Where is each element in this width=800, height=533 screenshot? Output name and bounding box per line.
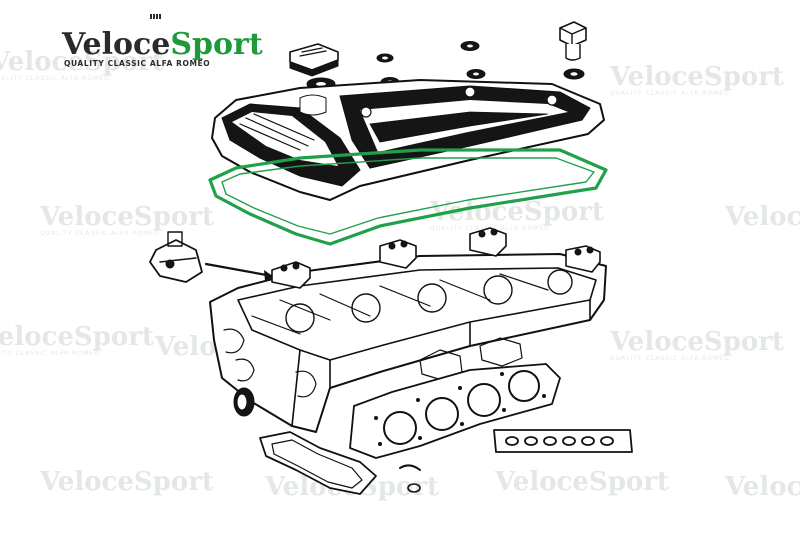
svg-text:VeloceSport: VeloceSport: [724, 202, 800, 232]
pointer-arrow-head: [264, 270, 274, 281]
watermark-tile: VeloceSport: [724, 472, 800, 502]
small-seals: [399, 464, 421, 493]
svg-text:VeloceSport: VeloceSport: [609, 62, 784, 92]
svg-text:VeloceSport: VeloceSport: [39, 467, 214, 497]
intake-gasket: [259, 431, 377, 495]
svg-text:QUALITY CLASSIC ALFA ROMEO: QUALITY CLASSIC ALFA ROMEO: [0, 350, 100, 357]
svg-text:QUALITY CLASSIC ALFA ROMEO: QUALITY CLASSIC ALFA ROMEO: [610, 90, 730, 97]
watermark-tile: VeloceSport QUALITY CLASSIC ALFA ROMEO: [609, 62, 784, 97]
svg-text:VeloceSport: VeloceSport: [0, 47, 164, 77]
brand-name-sport: Sport: [170, 27, 262, 62]
watermark-tile: VeloceSport QUALITY CLASSIC ALFA ROMEO: [0, 47, 164, 82]
svg-text:VeloceSport: VeloceSport: [609, 327, 784, 357]
brand-name-veloce: Veloce: [61, 27, 170, 62]
side-bracket: [149, 231, 203, 283]
svg-text:QUALITY CLASSIC ALFA ROMEO: QUALITY CLASSIC ALFA ROMEO: [40, 230, 160, 237]
valve-cover-gasket: [208, 148, 608, 246]
alfa-serpent-icon: [150, 14, 161, 19]
brand-tagline: QUALITY CLASSIC ALFA ROMEO: [64, 59, 210, 68]
cam-plug: [233, 387, 255, 417]
svg-text:VeloceSport: VeloceSport: [39, 202, 214, 232]
svg-text:VeloceSport: VeloceSport: [724, 472, 800, 502]
cover-stud-bolt: [559, 21, 587, 61]
svg-text:QUALITY CLASSIC ALFA ROMEO: QUALITY CLASSIC ALFA ROMEO: [610, 355, 730, 362]
cam-towers: [271, 227, 601, 289]
head-gasket: [349, 363, 561, 459]
valve-cover: [211, 79, 605, 201]
brand-logo: VeloceSport QUALITY CLASSIC ALFA ROMEO: [61, 14, 263, 68]
svg-text:VeloceSport: VeloceSport: [61, 27, 263, 62]
oil-filler-cap: [289, 43, 339, 77]
watermark-tile: VeloceSport: [494, 467, 669, 497]
svg-text:VeloceSport: VeloceSport: [494, 467, 669, 497]
watermark-tile: VeloceSport QUALITY CLASSIC ALFA ROMEO: [609, 327, 784, 362]
pointer-arrow: [204, 262, 274, 278]
watermark-tile: VeloceSport: [39, 467, 214, 497]
svg-text:VeloceSport: VeloceSport: [0, 322, 154, 352]
watermark-tile: VeloceSport: [724, 202, 800, 232]
svg-text:QUALITY CLASSIC ALFA ROMEO: QUALITY CLASSIC ALFA ROMEO: [0, 75, 110, 82]
seal-strip: [493, 429, 633, 453]
watermark-tile: VeloceSport QUALITY CLASSIC ALFA ROMEO: [39, 202, 214, 237]
watermark-tile: VeloceSport QUALITY CLASSIC ALFA ROMEO: [0, 322, 154, 357]
